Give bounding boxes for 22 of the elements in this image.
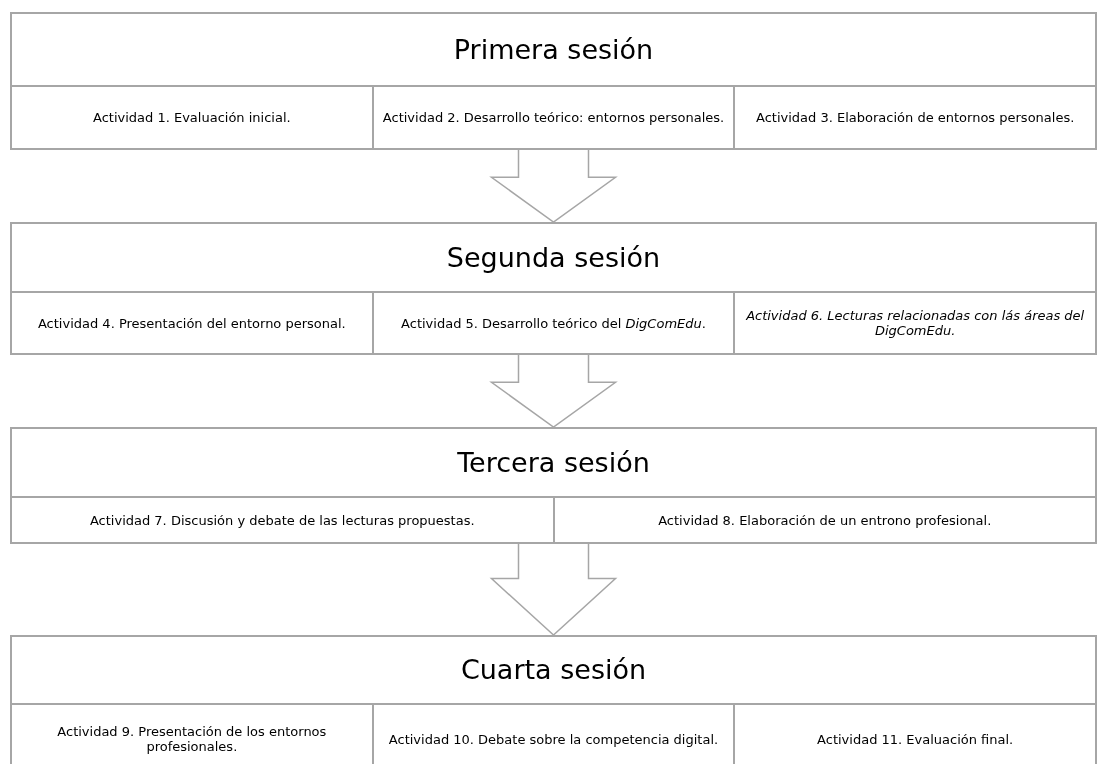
activity-cell: Actividad 3. Elaboración de entornos personales. bbox=[733, 87, 1095, 148]
block-arrow bbox=[489, 354, 618, 428]
activity-cell: Actividad 6. Lecturas relacionadas con lás áreas del DigComEdu. bbox=[733, 293, 1095, 353]
session-box bbox=[10, 222, 1097, 355]
activity-cell: Actividad 4. Presentación del entorno personal. bbox=[12, 293, 372, 353]
session-box bbox=[10, 12, 1097, 150]
activity-cell: Actividad 11. Evaluación final. bbox=[733, 705, 1095, 764]
session-title: Tercera sesión bbox=[457, 445, 650, 480]
session-title: Primera sesión bbox=[453, 32, 654, 67]
activity-cell: Actividad 7. Discusión y debate de las lecturas propuestas. bbox=[12, 498, 553, 542]
activity-cell: Actividad 5. Desarrollo teórico del DigComEdu. bbox=[371, 293, 734, 353]
session-title: Segunda sesión bbox=[446, 240, 661, 275]
session-title: Cuarta sesión bbox=[460, 653, 647, 687]
block-arrow bbox=[489, 543, 618, 636]
activity-cell: Actividad 2. Desarrollo teórico: entornos personales. bbox=[371, 87, 734, 148]
session-box bbox=[10, 635, 1097, 764]
block-arrow bbox=[489, 149, 618, 223]
activity-cell: Actividad 1. Evaluación inicial. bbox=[12, 87, 372, 148]
activity-cell: Actividad 9. Presentación de los entornos profesionales. bbox=[12, 705, 372, 764]
activity-cell: Actividad 8. Elaboración de un entrono profesional. bbox=[552, 498, 1095, 542]
activity-cell: Actividad 10. Debate sobre la competencia digital. bbox=[371, 705, 734, 764]
session-box bbox=[10, 427, 1097, 544]
